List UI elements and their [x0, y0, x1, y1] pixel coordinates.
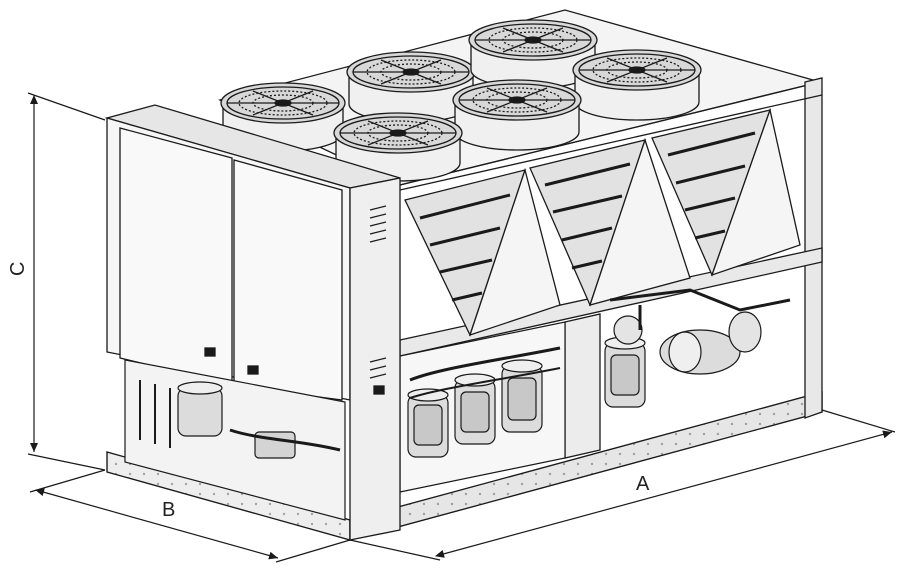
compressor-bay — [399, 288, 791, 493]
compressor-1 — [407, 388, 449, 458]
cabinet-door-left — [119, 127, 233, 386]
cabinet-door-right — [233, 159, 343, 401]
dimension-a — [349, 409, 896, 561]
fan-4 — [572, 49, 702, 121]
compressor-4 — [604, 336, 646, 408]
dimension-b — [29, 469, 351, 563]
coil-panel-3 — [651, 107, 801, 277]
fan-3 — [468, 19, 598, 89]
coil-panel-1 — [404, 167, 561, 337]
cabinet-vents-upper — [369, 205, 387, 243]
dimension-a-label: A — [636, 473, 650, 495]
dimension-b-label: B — [162, 499, 175, 521]
fan-5 — [452, 79, 582, 151]
cabinet-vents-lower — [369, 357, 387, 395]
compressor-left — [177, 381, 223, 437]
pump-tank — [609, 288, 791, 375]
coil-panels — [404, 107, 801, 337]
compressor-2 — [454, 373, 496, 445]
electrical-cabinet — [104, 104, 401, 541]
coil-panel-2 — [529, 137, 691, 307]
compressor-3 — [501, 359, 543, 433]
dimension-c-label: C — [7, 262, 29, 276]
lower-left-bay — [124, 359, 346, 521]
dimension-c — [27, 92, 106, 471]
